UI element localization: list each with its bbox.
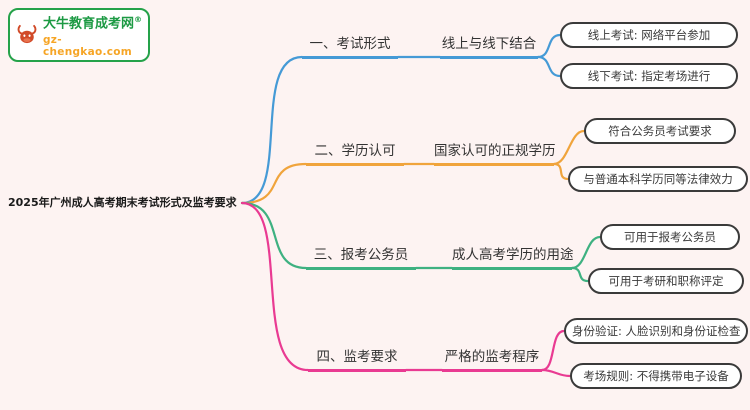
logo-text: 大牛教育成考网® gz-chengkao.com — [43, 12, 142, 57]
branch4-level2: 严格的监考程序 — [442, 349, 542, 372]
branch2-leaf2: 与普通本科学历同等法律效力 — [568, 166, 748, 192]
link-central-branch3 — [240, 201, 308, 270]
branch1-leaf2: 线下考试: 指定考场进行 — [560, 63, 738, 89]
trademark-symbol: ® — [134, 15, 142, 25]
link-branch2-leaf1 — [552, 129, 586, 166]
link-branch4-leaf1 — [540, 329, 566, 372]
branch1-level1: 一、考试形式 — [302, 36, 398, 59]
link-branch1-leaf1 — [536, 33, 562, 59]
link-central-branch1 — [240, 55, 304, 205]
branch4-level1: 四、监考要求 — [308, 349, 406, 372]
central-topic: 2025年广州成人高考期末考试形式及监考要求 — [8, 196, 237, 209]
branch1-leaf1: 线上考试: 网络平台参加 — [560, 22, 738, 48]
link-branch3-leaf1 — [570, 235, 602, 270]
link-branch2-leaf2 — [552, 162, 570, 181]
bull-logo-icon — [17, 24, 37, 44]
branch3-leaf2: 可用于考研和职称评定 — [588, 268, 744, 294]
link-central-branch2 — [240, 162, 308, 205]
branch2-leaf1: 符合公务员考试要求 — [584, 118, 736, 144]
branch1-level2: 线上与线下结合 — [440, 36, 538, 59]
branch4-leaf2: 考场规则: 不得携带电子设备 — [570, 363, 742, 389]
link-branch3-leaf2 — [570, 266, 590, 283]
branch3-level2: 成人高考学历的用途 — [452, 247, 574, 270]
branch3-level1: 三、报考公务员 — [306, 247, 416, 270]
site-name-text: 大牛教育成考网 — [42, 16, 134, 32]
branch2-level1: 二、学历认可 — [306, 143, 404, 166]
site-domain: gz-chengkao.com — [42, 33, 133, 58]
branch3-leaf1: 可用于报考公务员 — [600, 224, 740, 250]
link-branch4-leaf2 — [540, 368, 572, 378]
site-logo: 大牛教育成考网® gz-chengkao.com — [8, 8, 150, 62]
branch2-level2: 国家认可的正规学历 — [434, 143, 556, 166]
link-branch1-leaf2 — [536, 55, 562, 78]
link-central-branch4 — [240, 201, 310, 372]
branch4-leaf1: 身份验证: 人脸识别和身份证检查 — [564, 318, 748, 344]
site-name: 大牛教育成考网® — [43, 12, 142, 31]
